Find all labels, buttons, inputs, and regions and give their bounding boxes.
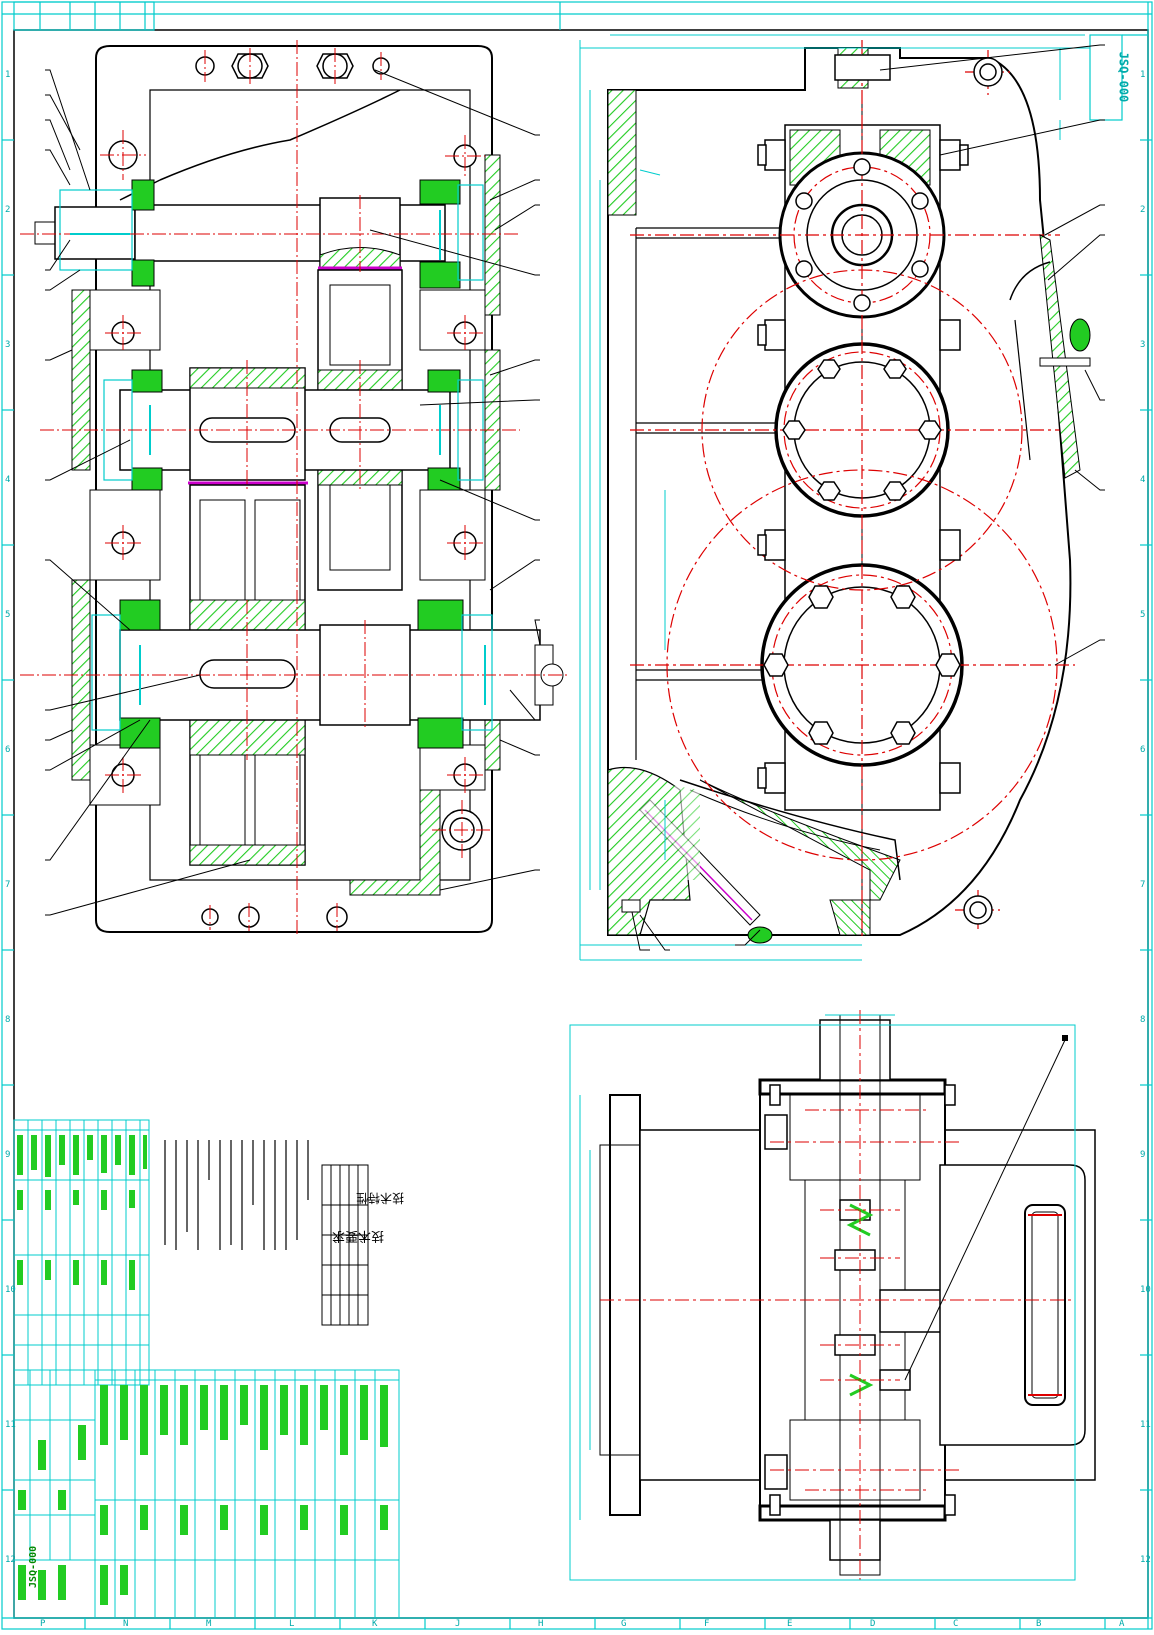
zone-number-right: 4 [1140,475,1146,485]
zone-number-right: 10 [1140,1285,1151,1295]
zone-number-left: 5 [5,610,11,620]
zone-number-right: 2 [1140,205,1146,215]
zone-letter-bottom: H [538,1619,544,1629]
zone-number-left: 7 [5,880,11,890]
zone-letter-bottom: C [953,1619,959,1629]
zone-letter-bottom: B [1036,1619,1042,1629]
zone-number-left: 4 [5,475,11,485]
drawing-number-title-block: JSQ-000 [28,1545,39,1588]
zone-letter-bottom: J [455,1619,461,1629]
zone-number-right: 7 [1140,880,1146,890]
zone-number-left: 2 [5,205,11,215]
zone-number-left: 8 [5,1015,11,1025]
front-elevation-view [579,34,1105,961]
zone-letter-bottom: P [40,1619,46,1629]
zone-number-right: 12 [1140,1555,1151,1565]
zone-letter-bottom: E [787,1619,793,1629]
zone-number-left: 11 [5,1420,16,1430]
parts-list-tables [13,1119,400,1619]
zone-letter-bottom: M [206,1619,212,1629]
zone-number-left: 12 [5,1555,16,1565]
zone-number-left: 9 [5,1150,11,1160]
zone-letter-bottom: L [289,1619,295,1629]
zone-number-right: 6 [1140,745,1146,755]
plan-section-view [20,40,570,935]
zone-letter-bottom: G [621,1619,627,1629]
zone-number-left: 10 [5,1285,16,1295]
zone-number-left: 6 [5,745,11,755]
zone-number-right: 1 [1140,70,1146,80]
zone-number-right: 8 [1140,1015,1146,1025]
technical-spec-title: 技术特性 [356,1191,405,1205]
zone-letter-bottom: A [1119,1619,1125,1629]
zone-number-left: 1 [5,70,11,80]
drawing-number-top: JSQ-000 [1116,51,1131,103]
zone-number-right: 11 [1140,1420,1151,1430]
zone-letter-bottom: F [704,1619,710,1629]
zone-number-right: 5 [1140,610,1146,620]
zone-number-left: 3 [5,340,11,350]
zone-letter-bottom: D [870,1619,876,1629]
technical-requirements-title: 技术要求 [332,1228,385,1243]
zone-letter-bottom: N [123,1619,129,1629]
zone-number-right: 3 [1140,340,1146,350]
zone-letter-bottom: K [372,1619,378,1629]
side-view [569,1010,1096,1581]
zone-number-right: 9 [1140,1150,1146,1160]
